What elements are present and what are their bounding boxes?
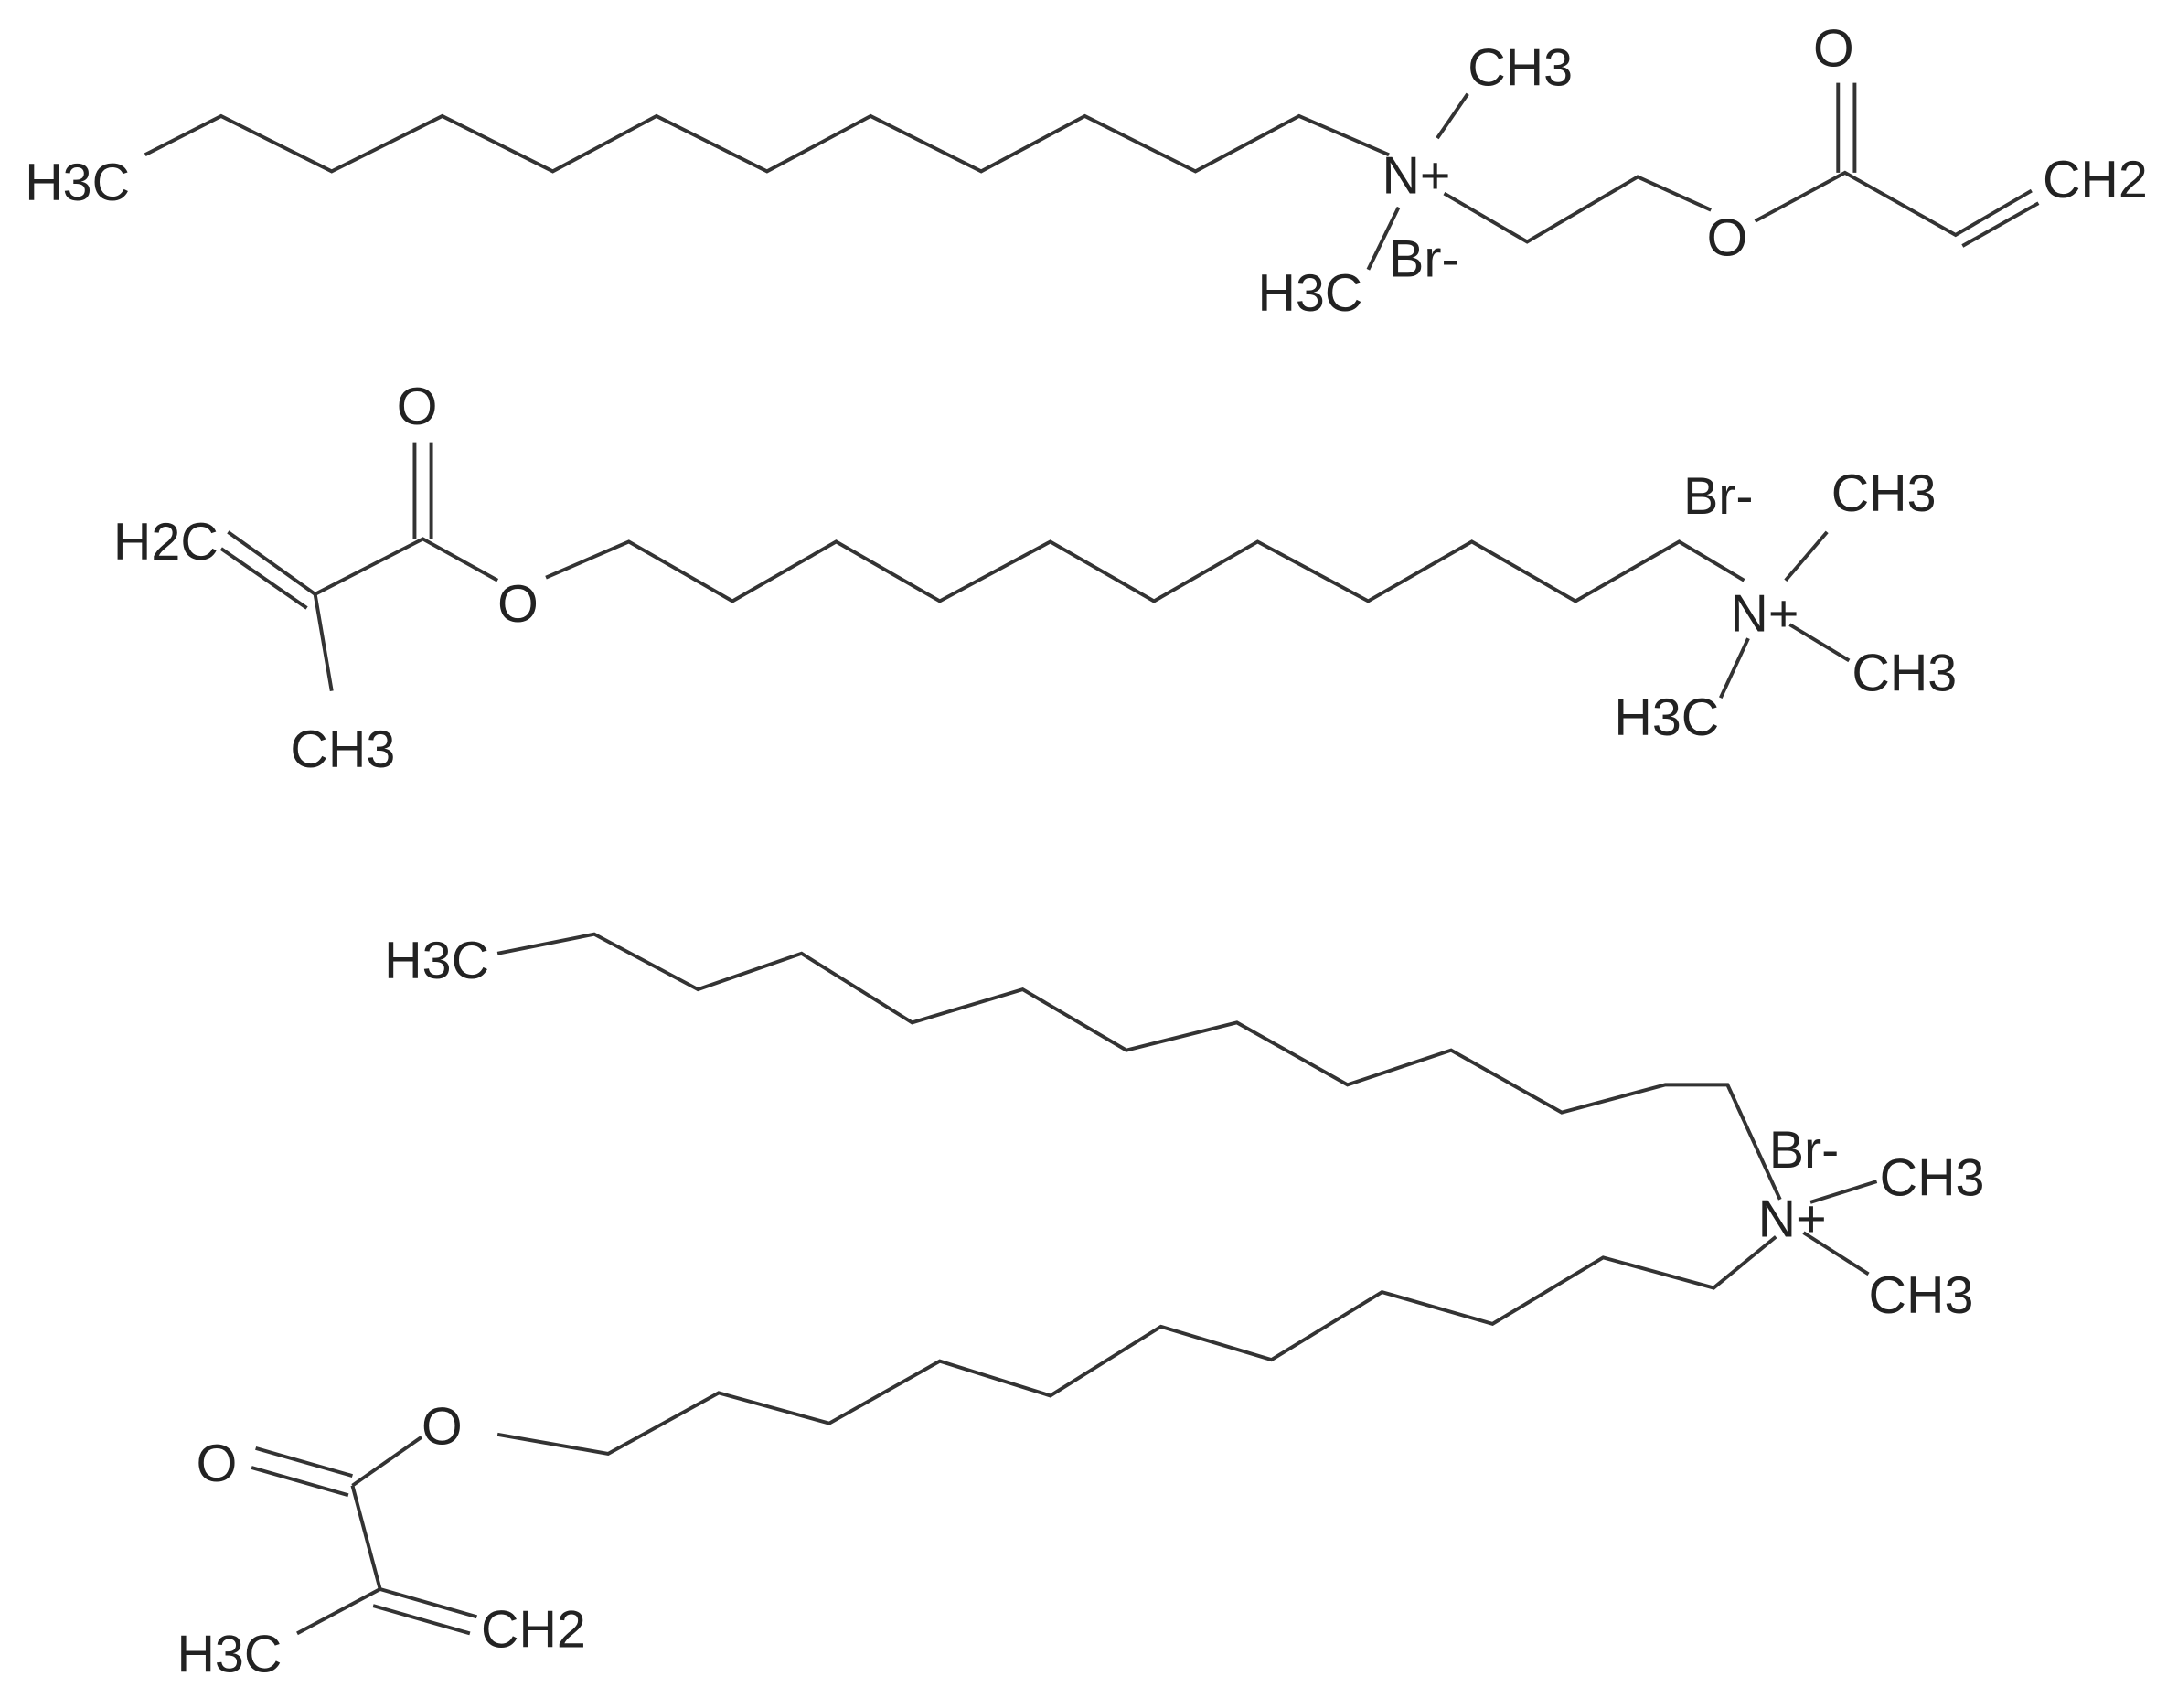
atom-label: N+ — [1382, 147, 1450, 206]
bond — [1754, 170, 2033, 238]
atom-label: O — [1707, 209, 1748, 268]
atom-label: CH3 — [1852, 645, 1957, 703]
bond — [1961, 201, 2040, 248]
atom-label: H3C — [1257, 264, 1362, 323]
bond — [251, 1466, 349, 1498]
atom-label: H3C — [25, 154, 130, 212]
bond — [1784, 530, 1829, 582]
atom-label: O — [197, 1435, 238, 1493]
bond — [1809, 1180, 1878, 1204]
atom-label: CH3 — [1880, 1148, 1985, 1207]
bond — [350, 1485, 382, 1590]
atom-label: H3C — [384, 932, 489, 990]
bond — [314, 537, 499, 596]
bond — [1788, 623, 1851, 663]
atom-label: O — [422, 1397, 463, 1456]
atom-label: O — [397, 378, 438, 436]
bond — [255, 1446, 353, 1478]
atom-label: CH2 — [2043, 151, 2148, 209]
atom-label: Br- — [1769, 1121, 1840, 1180]
atom-label: N+ — [1758, 1190, 1827, 1249]
atom-label: CH2 — [481, 1601, 586, 1660]
bond — [313, 593, 334, 691]
bond — [296, 1587, 381, 1636]
atom-label: CH3 — [1869, 1266, 1974, 1325]
bond — [1443, 175, 1713, 244]
atom-label: Br- — [1683, 467, 1754, 526]
bond — [1436, 92, 1469, 140]
bond — [496, 1235, 1777, 1456]
bond — [1366, 206, 1401, 271]
bond — [372, 1604, 471, 1636]
bond — [379, 1587, 478, 1619]
bond — [1719, 637, 1750, 699]
bond — [1802, 1231, 1870, 1276]
atom-label: CH3 — [1468, 39, 1573, 98]
bond — [496, 932, 1782, 1201]
atom-label: CH3 — [1831, 464, 1937, 523]
atom-label: H3C — [1614, 689, 1719, 747]
bond — [227, 530, 316, 596]
atom-label: O — [1813, 20, 1854, 79]
atom-label: Br- — [1389, 230, 1459, 288]
bond — [219, 547, 308, 610]
atom-label: CH3 — [290, 721, 395, 779]
atom-label: H3C — [176, 1626, 282, 1684]
atom-label: N+ — [1730, 585, 1799, 644]
atom-label: H2C — [113, 513, 219, 571]
bond — [351, 1436, 423, 1488]
atom-label: O — [497, 575, 539, 634]
bond — [545, 539, 1745, 603]
bond — [144, 113, 1390, 174]
